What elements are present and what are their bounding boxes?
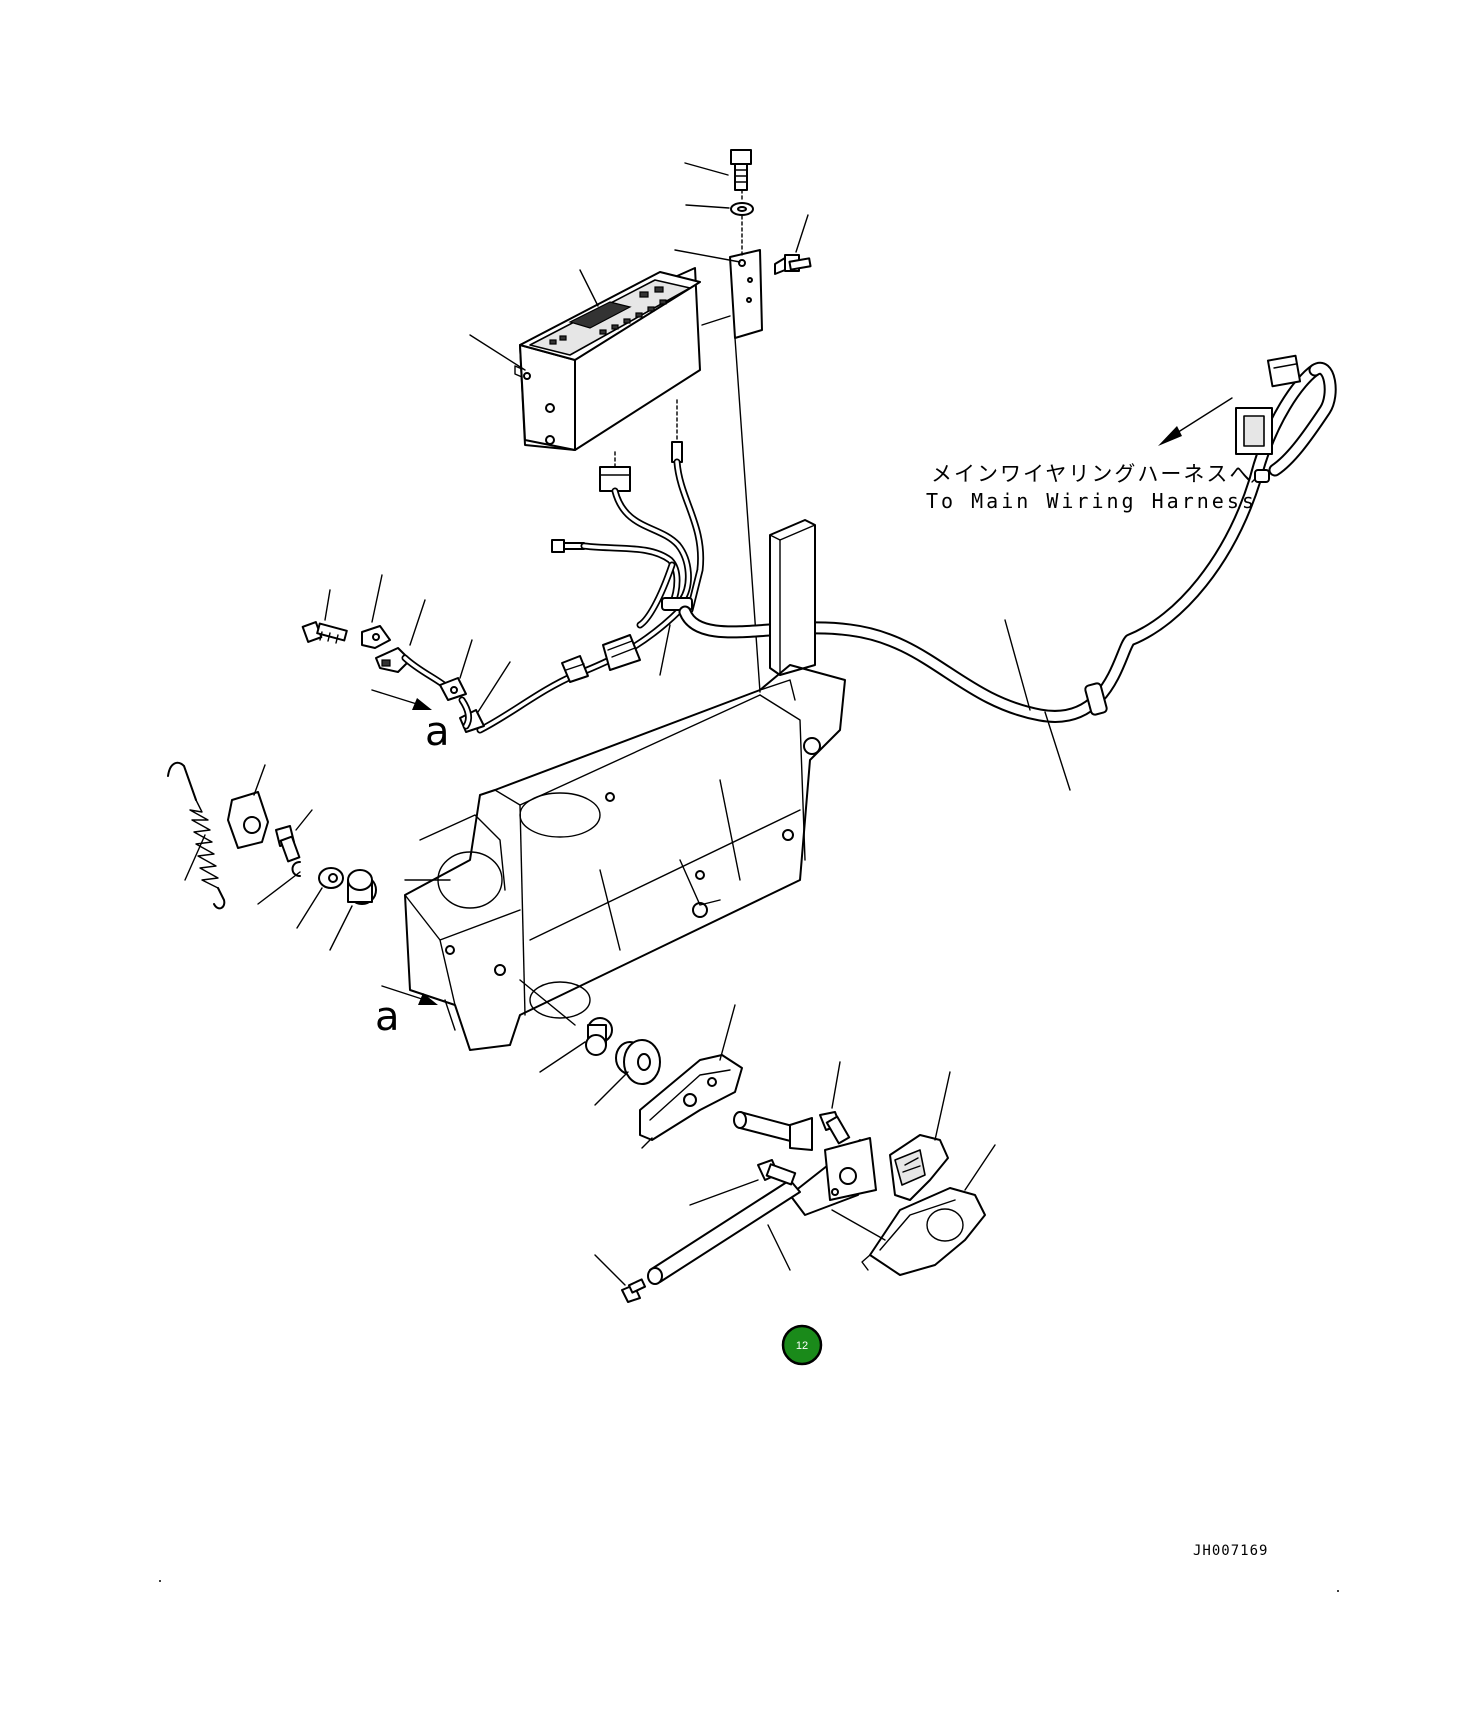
drawing-code: JH007169 — [1193, 1543, 1268, 1559]
corner-dot-right — [1337, 1590, 1339, 1592]
view-label-a-top: a — [425, 709, 450, 755]
spring — [167, 761, 226, 910]
pedal-cover-upper — [889, 1071, 951, 1201]
bolt-top — [684, 149, 752, 191]
view-marker-bottom: a — [375, 985, 438, 1040]
view-marker-top: a — [371, 689, 450, 755]
hotspot-label[interactable]: 12 — [796, 1340, 808, 1352]
washer-top — [685, 189, 754, 258]
callout-english: To Main Wiring Harness — [926, 489, 1257, 513]
arrow-icon — [418, 993, 438, 1005]
bushing-bottom — [539, 1017, 613, 1073]
bolt-left — [301, 589, 348, 644]
arrow-icon — [1158, 426, 1182, 446]
spring-bracket — [227, 764, 269, 849]
snap-ring — [257, 861, 301, 905]
pedal-cover-lower — [831, 1144, 996, 1276]
sub-harness — [476, 458, 705, 734]
shaft — [733, 1111, 813, 1151]
support-line — [734, 337, 761, 693]
bushing-left — [329, 869, 377, 951]
bolt-rod — [689, 1159, 797, 1206]
clip-1 — [361, 574, 391, 649]
view-label-a-bottom: a — [375, 994, 400, 1040]
bolt-bracket — [774, 214, 812, 275]
bolt-spring — [275, 809, 313, 863]
controller-unit — [469, 267, 701, 451]
corner-dot-left — [159, 1580, 161, 1582]
washer-left — [296, 867, 344, 929]
hotspot-badge[interactable]: 12 — [781, 1324, 823, 1366]
hotspot-circle[interactable] — [781, 1324, 823, 1366]
flange-bushing — [594, 1039, 661, 1106]
connectors-lower — [561, 634, 641, 683]
bolt-pedal — [819, 1061, 851, 1145]
pedal-plate — [789, 1137, 877, 1216]
frame — [404, 519, 846, 1051]
harness-callout: メインワイヤリングハーネスへ To Main Wiring Harness — [926, 397, 1257, 513]
arrow-icon — [412, 698, 432, 710]
pedal-bracket — [639, 1004, 743, 1149]
mounting-bracket — [674, 249, 763, 339]
clip-2 — [375, 599, 454, 694]
clip-3 — [439, 639, 511, 733]
controller-buttons — [549, 286, 667, 345]
connectors-upper — [551, 399, 683, 553]
callout-japanese: メインワイヤリングハーネスへ — [931, 462, 1252, 486]
pedal-rod — [647, 1179, 801, 1285]
screw-bottom — [594, 1254, 647, 1303]
